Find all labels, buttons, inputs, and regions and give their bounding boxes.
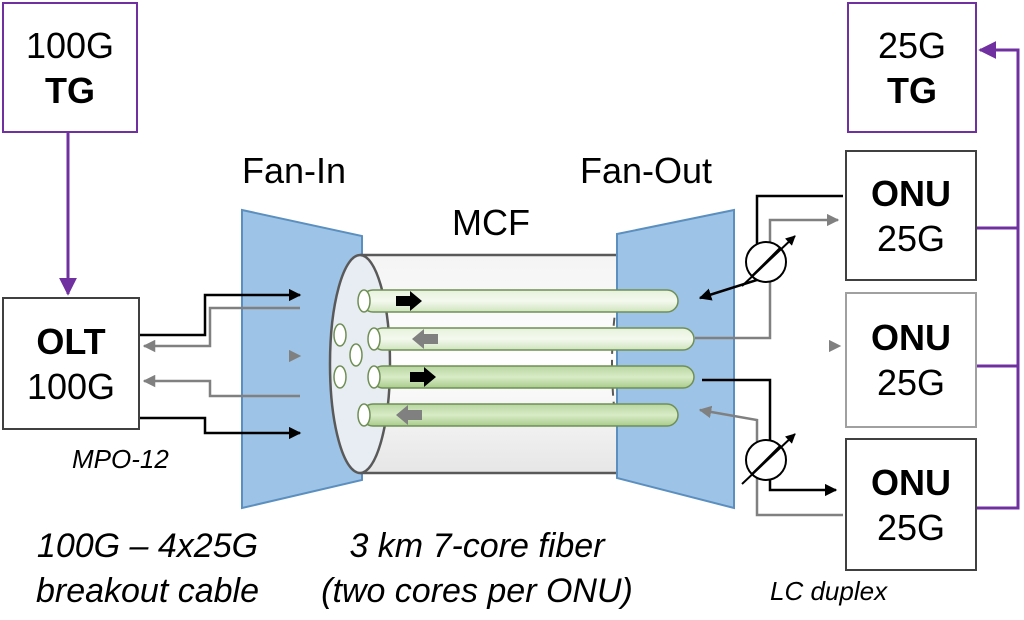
traffic-generator-25g: 25G TG	[847, 2, 977, 133]
fiber-caption-line2: (two cores per ONU)	[321, 571, 633, 610]
fan-in-label: Fan-In	[242, 150, 347, 191]
breakout-caption: 100G – 4x25G breakout cable	[10, 524, 285, 614]
tg-100g-rate: 100G	[25, 24, 115, 66]
fan-out-label: Fan-Out	[580, 150, 713, 191]
lc-duplex-label: LC duplex	[770, 576, 888, 606]
traffic-generator-100g: 100G TG	[2, 2, 138, 133]
onu-3-rate: 25G	[876, 506, 946, 548]
olt-label: OLT	[36, 320, 106, 362]
attenuator-bottom-icon	[741, 433, 796, 485]
olt-rate: 100G	[26, 365, 116, 407]
attenuator-top-icon	[741, 235, 796, 287]
onu-box-1: ONU 25G	[845, 150, 977, 281]
core-direction-arrows	[396, 291, 438, 425]
olt-breakout-lines	[140, 288, 302, 440]
mcf-cores	[333, 289, 695, 427]
mcf-label: MCF	[452, 202, 530, 243]
tg-25g-label: TG	[887, 69, 937, 111]
olt-box: OLT 100G	[2, 297, 140, 430]
mpo-label: MPO-12	[72, 444, 169, 474]
tg-100g-label: TG	[45, 69, 95, 111]
onu-3-label: ONU	[871, 461, 951, 503]
onu-1-rate: 25G	[876, 217, 946, 259]
onu-box-3: ONU 25G	[845, 438, 977, 571]
onu-box-2: ONU 25G	[845, 292, 977, 428]
mcf-body	[360, 255, 638, 473]
tg-25g-rate: 25G	[877, 24, 947, 66]
onu-to-tg-bus	[977, 41, 1020, 510]
fiber-caption-line1: 3 km 7-core fiber	[349, 527, 605, 565]
onu-1-label: ONU	[871, 172, 951, 214]
onu-2-rate: 25G	[876, 362, 946, 403]
onu-2-label: ONU	[871, 317, 951, 358]
breakout-caption-line1: 100G – 4x25G	[36, 527, 259, 565]
fiber-caption: 3 km 7-core fiber (two cores per ONU)	[304, 524, 650, 614]
breakout-caption-line2: breakout cable	[35, 571, 260, 610]
fan-out-block	[616, 208, 735, 510]
